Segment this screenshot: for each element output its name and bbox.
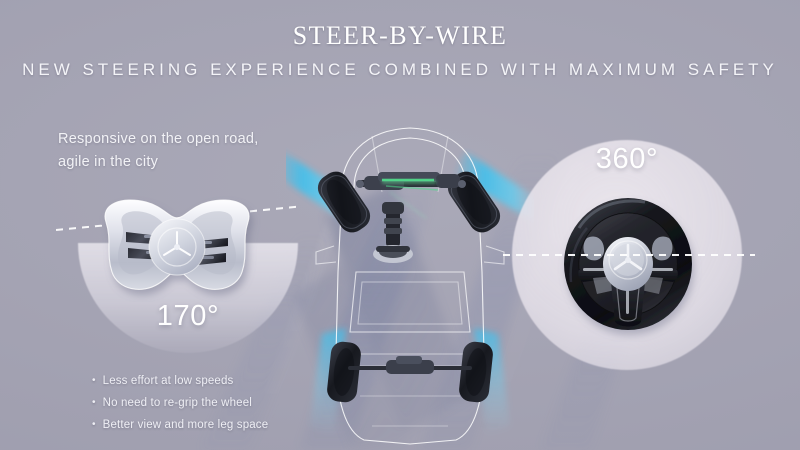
steering-column-actuator bbox=[373, 202, 413, 263]
list-item-label: Less effort at low speeds bbox=[102, 375, 234, 387]
angle-label-170: 170° bbox=[156, 300, 220, 332]
page-title: STEER-BY-WIRE bbox=[292, 21, 508, 50]
steering-wheel-image bbox=[564, 198, 692, 330]
bullet-icon: • bbox=[92, 397, 96, 409]
car-top-view-wireframe bbox=[286, 127, 534, 450]
bullet-icon: • bbox=[92, 419, 96, 431]
list-item: • No need to re-grip the wheel bbox=[92, 392, 268, 414]
angle-label-360: 360° bbox=[595, 143, 659, 175]
lead-line-1: Responsive on the open road, bbox=[58, 131, 259, 147]
header: STEER-BY-WIRE NEW STEERING EXPERIENCE CO… bbox=[0, 22, 800, 80]
benefit-list: • Less effort at low speeds • No need to… bbox=[92, 370, 268, 436]
angle-axis-dashed-line-right bbox=[503, 254, 755, 256]
list-item-label: Better view and more leg space bbox=[102, 419, 269, 432]
list-item: • Better view and more leg space bbox=[92, 414, 268, 436]
list-item-label: No need to re-grip the wheel bbox=[102, 397, 252, 410]
rear-right-wheel bbox=[459, 341, 493, 403]
steering-yoke-image bbox=[104, 199, 250, 290]
rear-left-wheel bbox=[327, 341, 361, 403]
rear-axle-rack bbox=[348, 356, 472, 374]
lead-line-2: agile in the city bbox=[58, 154, 159, 171]
bullet-icon: • bbox=[92, 375, 96, 386]
list-item: • Less effort at low speeds bbox=[92, 370, 268, 392]
lead-text: Responsive on the open road, agile in th… bbox=[58, 128, 258, 175]
page-subtitle: NEW STEERING EXPERIENCE COMBINED WITH MA… bbox=[22, 60, 778, 80]
front-left-wheel bbox=[317, 171, 371, 233]
